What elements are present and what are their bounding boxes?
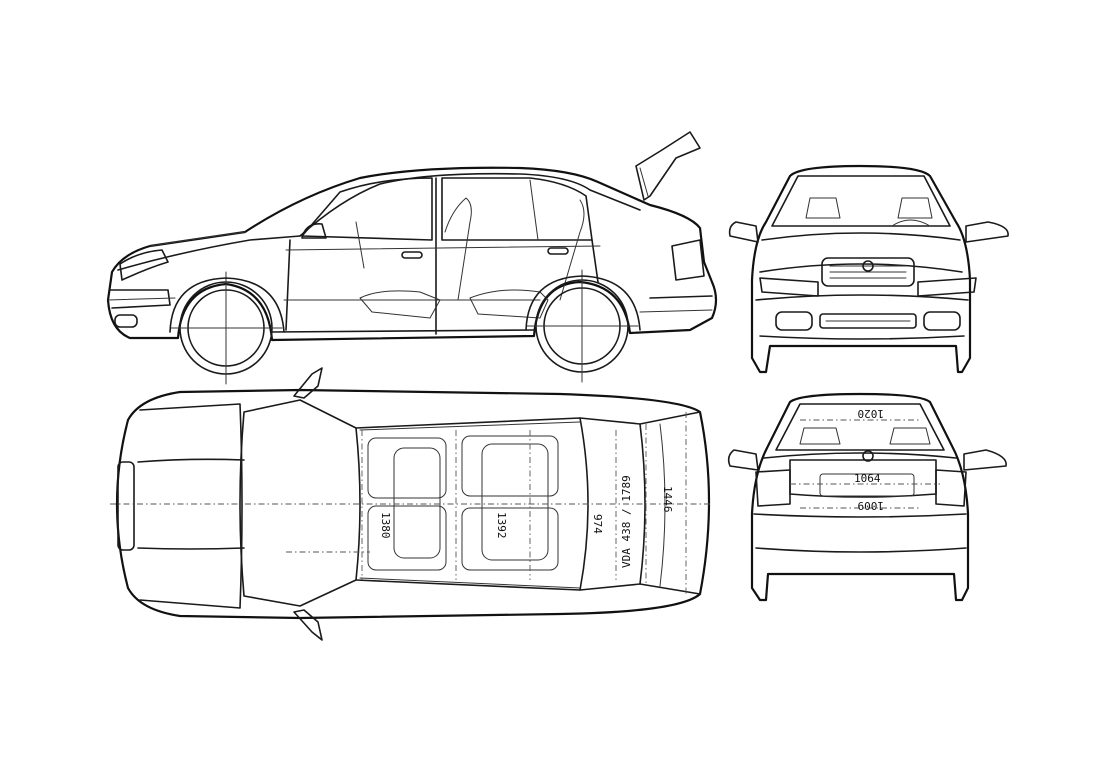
side-view: [106, 131, 718, 385]
dim-rear-width-low: 1009: [858, 499, 885, 512]
dim-rear-track-top: 1020: [858, 407, 885, 420]
dim-rear-overall: 1446: [661, 486, 674, 513]
front-view: [728, 164, 1009, 374]
top-view: 1380 1392 974 VDA 438 / 1789 1446: [110, 367, 711, 641]
dim-cabin-front: 1380: [379, 512, 392, 539]
rear-view: 1020 1064 1009: [727, 392, 1007, 602]
dim-rear-width-mid: 1064: [854, 472, 881, 485]
rear-wheel: [525, 269, 641, 383]
dim-boot-volume: VDA 438 / 1789: [620, 475, 633, 568]
dim-boot-length: 974: [591, 514, 604, 534]
front-wheel: [169, 271, 285, 385]
dim-cabin-rear: 1392: [495, 512, 508, 539]
